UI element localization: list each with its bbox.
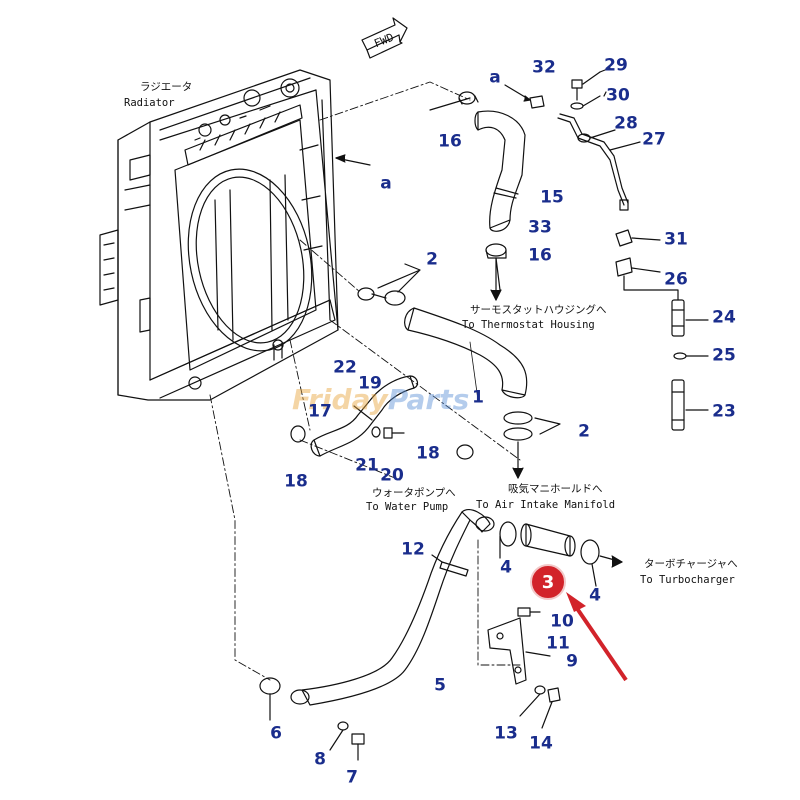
intake-label-jp: 吸気マニホールドへ [508, 483, 603, 495]
part-number-12: 12 [401, 539, 425, 560]
watermark-logo: FridayParts [292, 383, 470, 416]
part-number-26: 26 [664, 269, 688, 290]
pointer-arrow-icon [566, 592, 628, 682]
part-24-fitting [671, 299, 709, 337]
part-number-22: 22 [333, 357, 357, 378]
thermostat-label-en: To Thermostat Housing [462, 319, 595, 331]
part-25-oring [673, 352, 687, 360]
hose-3 [499, 521, 623, 587]
part-number-15: 15 [540, 187, 564, 208]
part-number-28: 28 [614, 113, 638, 134]
hose-17 [290, 375, 474, 460]
part-number-10: 10 [550, 611, 574, 632]
part-number-18-left: 18 [284, 471, 308, 492]
radiator-illustration [99, 69, 339, 401]
part-32-nut [504, 84, 545, 109]
intake-label-en: To Air Intake Manifold [476, 499, 616, 511]
part-number-16-bottom: 16 [528, 245, 552, 266]
part-number-2-top: 2 [426, 249, 438, 270]
part-number-32: 32 [532, 57, 556, 78]
part-number-8: 8 [314, 749, 326, 770]
part-number-9: 9 [566, 651, 578, 672]
callout-part-3: 3 [530, 564, 566, 600]
waterpump-label-en: To Water Pump [366, 501, 449, 513]
part-27-pipe [557, 113, 641, 211]
part-number-14: 14 [529, 733, 553, 754]
turbo-label-en: To Turbocharger [640, 574, 735, 586]
bracket-9 [487, 607, 561, 729]
pipe-5 [259, 509, 495, 761]
part-number-11: 11 [546, 633, 570, 654]
part-number-20: 20 [380, 465, 404, 486]
waterpump-label-jp: ウォータポンプへ [372, 487, 456, 499]
part-number-7: 7 [346, 767, 358, 788]
turbo-label-jp: ターボチャージャへ [644, 558, 738, 570]
part-29-bolt [570, 71, 601, 110]
part-number-25: 25 [712, 345, 736, 366]
fwd-arrow-icon [361, 17, 408, 59]
part-number-5: 5 [434, 675, 446, 696]
part-number-6: 6 [270, 723, 282, 744]
part-number-21: 21 [355, 455, 379, 476]
part-number-19: 19 [358, 373, 382, 394]
part-number-17: 17 [308, 401, 332, 422]
part-number-31: 31 [664, 229, 688, 250]
part-23-sensor [671, 379, 709, 431]
part-letter-a-top: a [489, 67, 501, 88]
part-31-fitting [615, 229, 661, 247]
part-number-1: 1 [472, 387, 484, 408]
part-number-23: 23 [712, 401, 736, 422]
part-number-2-bottom: 2 [578, 421, 590, 442]
part-letter-a-mid: a [380, 173, 392, 194]
radiator-label-jp: ラジエータ [140, 81, 193, 93]
hose-1 [357, 263, 561, 441]
part-number-4-left: 4 [500, 557, 512, 578]
part-number-33: 33 [528, 217, 552, 238]
thermostat-label-jp: サーモスタットハウジングへ [470, 304, 607, 316]
part-number-4-right: 4 [589, 585, 601, 606]
radiator-label-en: Radiator [124, 97, 175, 109]
part-number-30: 30 [606, 85, 630, 106]
part-26-elbow [615, 257, 679, 301]
part-number-27: 27 [642, 129, 666, 150]
part-number-13: 13 [494, 723, 518, 744]
part-number-18-right: 18 [416, 443, 440, 464]
part-number-24: 24 [712, 307, 736, 328]
part-number-16-top: 16 [438, 131, 462, 152]
part-number-29: 29 [604, 55, 628, 76]
hose-15 [458, 91, 526, 259]
